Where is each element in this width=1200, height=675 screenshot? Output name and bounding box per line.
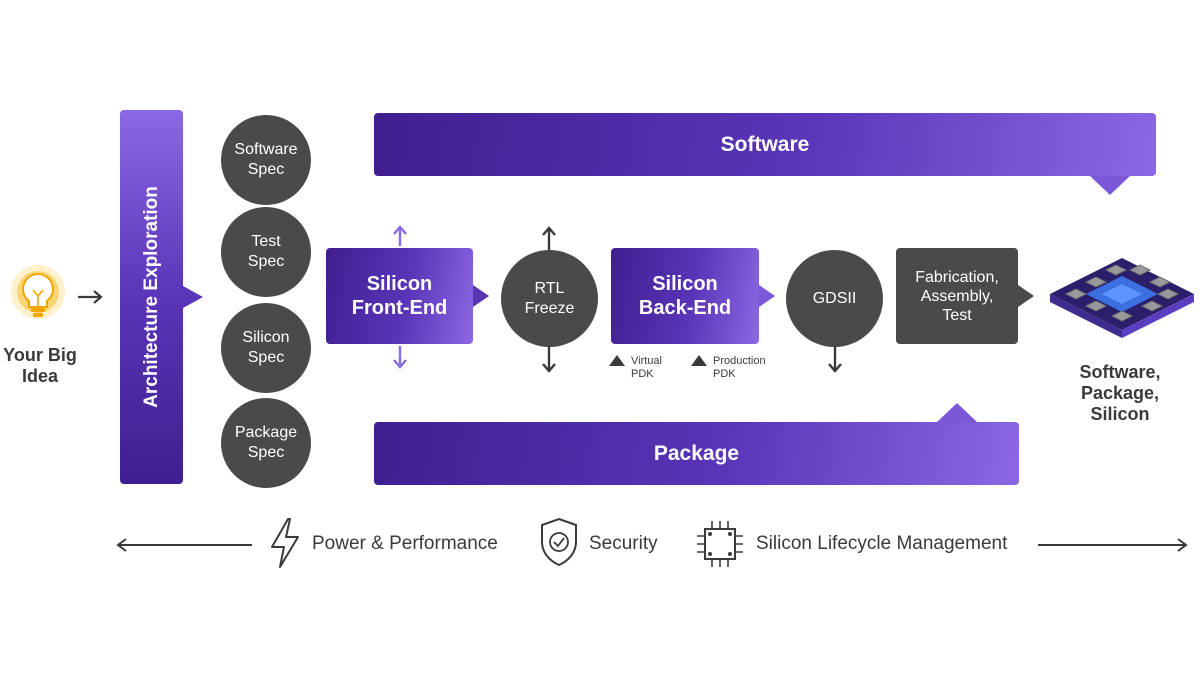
gdsii-down-arrow xyxy=(825,344,845,374)
lightning-bolt-icon xyxy=(268,517,302,569)
fabrication-box: Fabrication, Assembly, Test xyxy=(896,248,1018,344)
spec-circle-package: Package Spec xyxy=(221,398,311,488)
shield-check-icon xyxy=(538,516,580,568)
architecture-exploration-label: Architecture Exploration xyxy=(140,186,162,408)
power-performance-label: Power & Performance xyxy=(312,533,498,554)
front-end-down-arrow xyxy=(390,344,410,370)
spec-circle-software: Software Spec xyxy=(221,115,311,205)
package-bar: Package xyxy=(374,422,1019,485)
left-arrow-icon xyxy=(114,536,254,554)
software-bar: Software xyxy=(374,113,1156,176)
front-end-pointer xyxy=(473,285,489,307)
architecture-pointer xyxy=(183,286,203,308)
front-end-up-arrow xyxy=(390,224,410,248)
lightbulb-icon xyxy=(10,262,66,334)
spec-circle-silicon: Silicon Spec xyxy=(221,303,311,393)
rtl-down-arrow xyxy=(539,344,559,374)
right-arrow-icon xyxy=(1036,536,1192,554)
gdsii-circle: GDSII xyxy=(786,250,883,347)
silicon-front-end-box: Silicon Front-End xyxy=(326,248,473,344)
software-pointer xyxy=(1090,176,1130,195)
production-pdk-label: Production PDK xyxy=(713,355,766,380)
virtual-pdk-marker-icon xyxy=(609,355,625,366)
package-bar-label: Package xyxy=(653,441,740,465)
arrow-right-icon xyxy=(76,288,106,306)
rtl-freeze-circle: RTL Freeze xyxy=(501,250,598,347)
silicon-back-end-box: Silicon Back-End xyxy=(611,248,759,344)
back-end-pointer xyxy=(759,285,775,307)
fabrication-pointer xyxy=(1018,285,1034,307)
start-label: Your Big Idea xyxy=(3,345,77,386)
production-pdk-marker-icon xyxy=(691,355,707,366)
software-bar-label: Software xyxy=(720,132,810,156)
security-label: Security xyxy=(589,533,658,554)
package-pointer xyxy=(937,403,977,422)
virtual-pdk-label: Virtual PDK xyxy=(631,355,662,380)
architecture-exploration-bar: Architecture Exploration xyxy=(120,110,183,484)
result-label: Software, Package, Silicon xyxy=(1079,362,1161,424)
chip-package-icon xyxy=(1046,240,1198,340)
rtl-up-arrow xyxy=(539,225,559,253)
silicon-lifecycle-label: Silicon Lifecycle Management xyxy=(756,533,1008,554)
microchip-icon xyxy=(694,518,746,570)
spec-circle-test: Test Spec xyxy=(221,207,311,297)
